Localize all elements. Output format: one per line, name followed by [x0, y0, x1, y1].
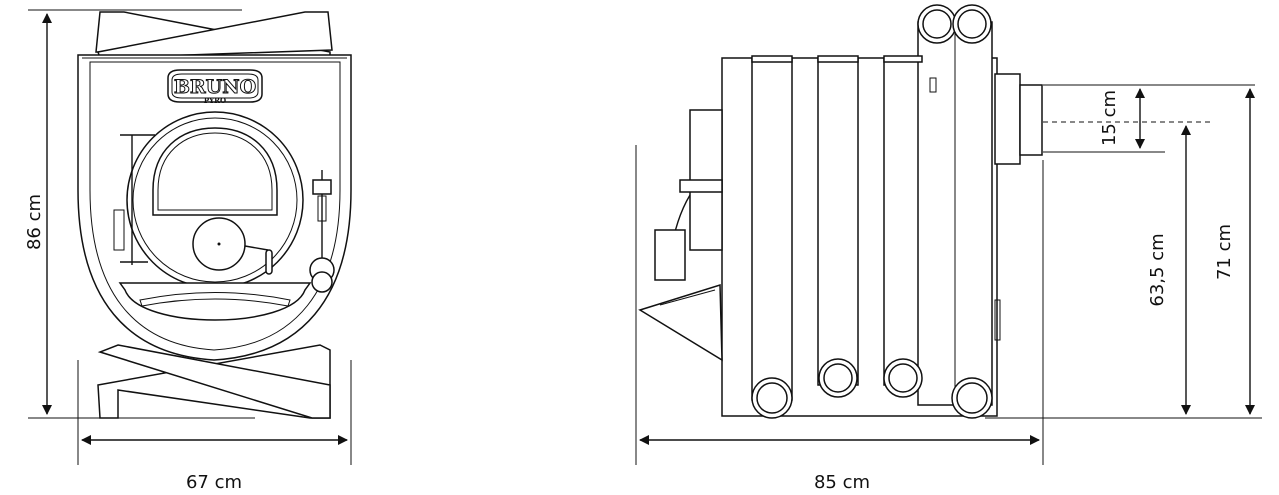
- brand-sub-name: PYRO: [204, 96, 226, 105]
- top-legs: [95, 11, 333, 59]
- front-view: 86 cm 67 cm BRUNO PYRO: [24, 9, 352, 493]
- height-label: 86 cm: [24, 194, 45, 250]
- flue-diameter-label: 15 cm: [1099, 90, 1120, 146]
- brand-badge: BRUNO PYRO: [167, 69, 263, 105]
- bottom-legs: [97, 344, 331, 419]
- flue-top-height-label: 71 cm: [1214, 224, 1235, 280]
- control-rod: [309, 170, 335, 293]
- ash-drawer: [118, 282, 312, 321]
- side-view: 85 cm: [635, 4, 1262, 493]
- door-hinge: [113, 134, 155, 265]
- stove-door: [126, 111, 304, 299]
- brand-name: BRUNO: [174, 76, 256, 98]
- width-label: 67 cm: [186, 472, 242, 493]
- ash-drawer-side: [638, 283, 723, 362]
- flue-pipe: [994, 73, 1043, 341]
- flue-center-height-label: 63,5 cm: [1147, 233, 1168, 306]
- heat-tubes: [751, 4, 993, 419]
- side-door: [638, 109, 723, 362]
- door-window: [152, 127, 278, 216]
- depth-label: 85 cm: [814, 472, 870, 493]
